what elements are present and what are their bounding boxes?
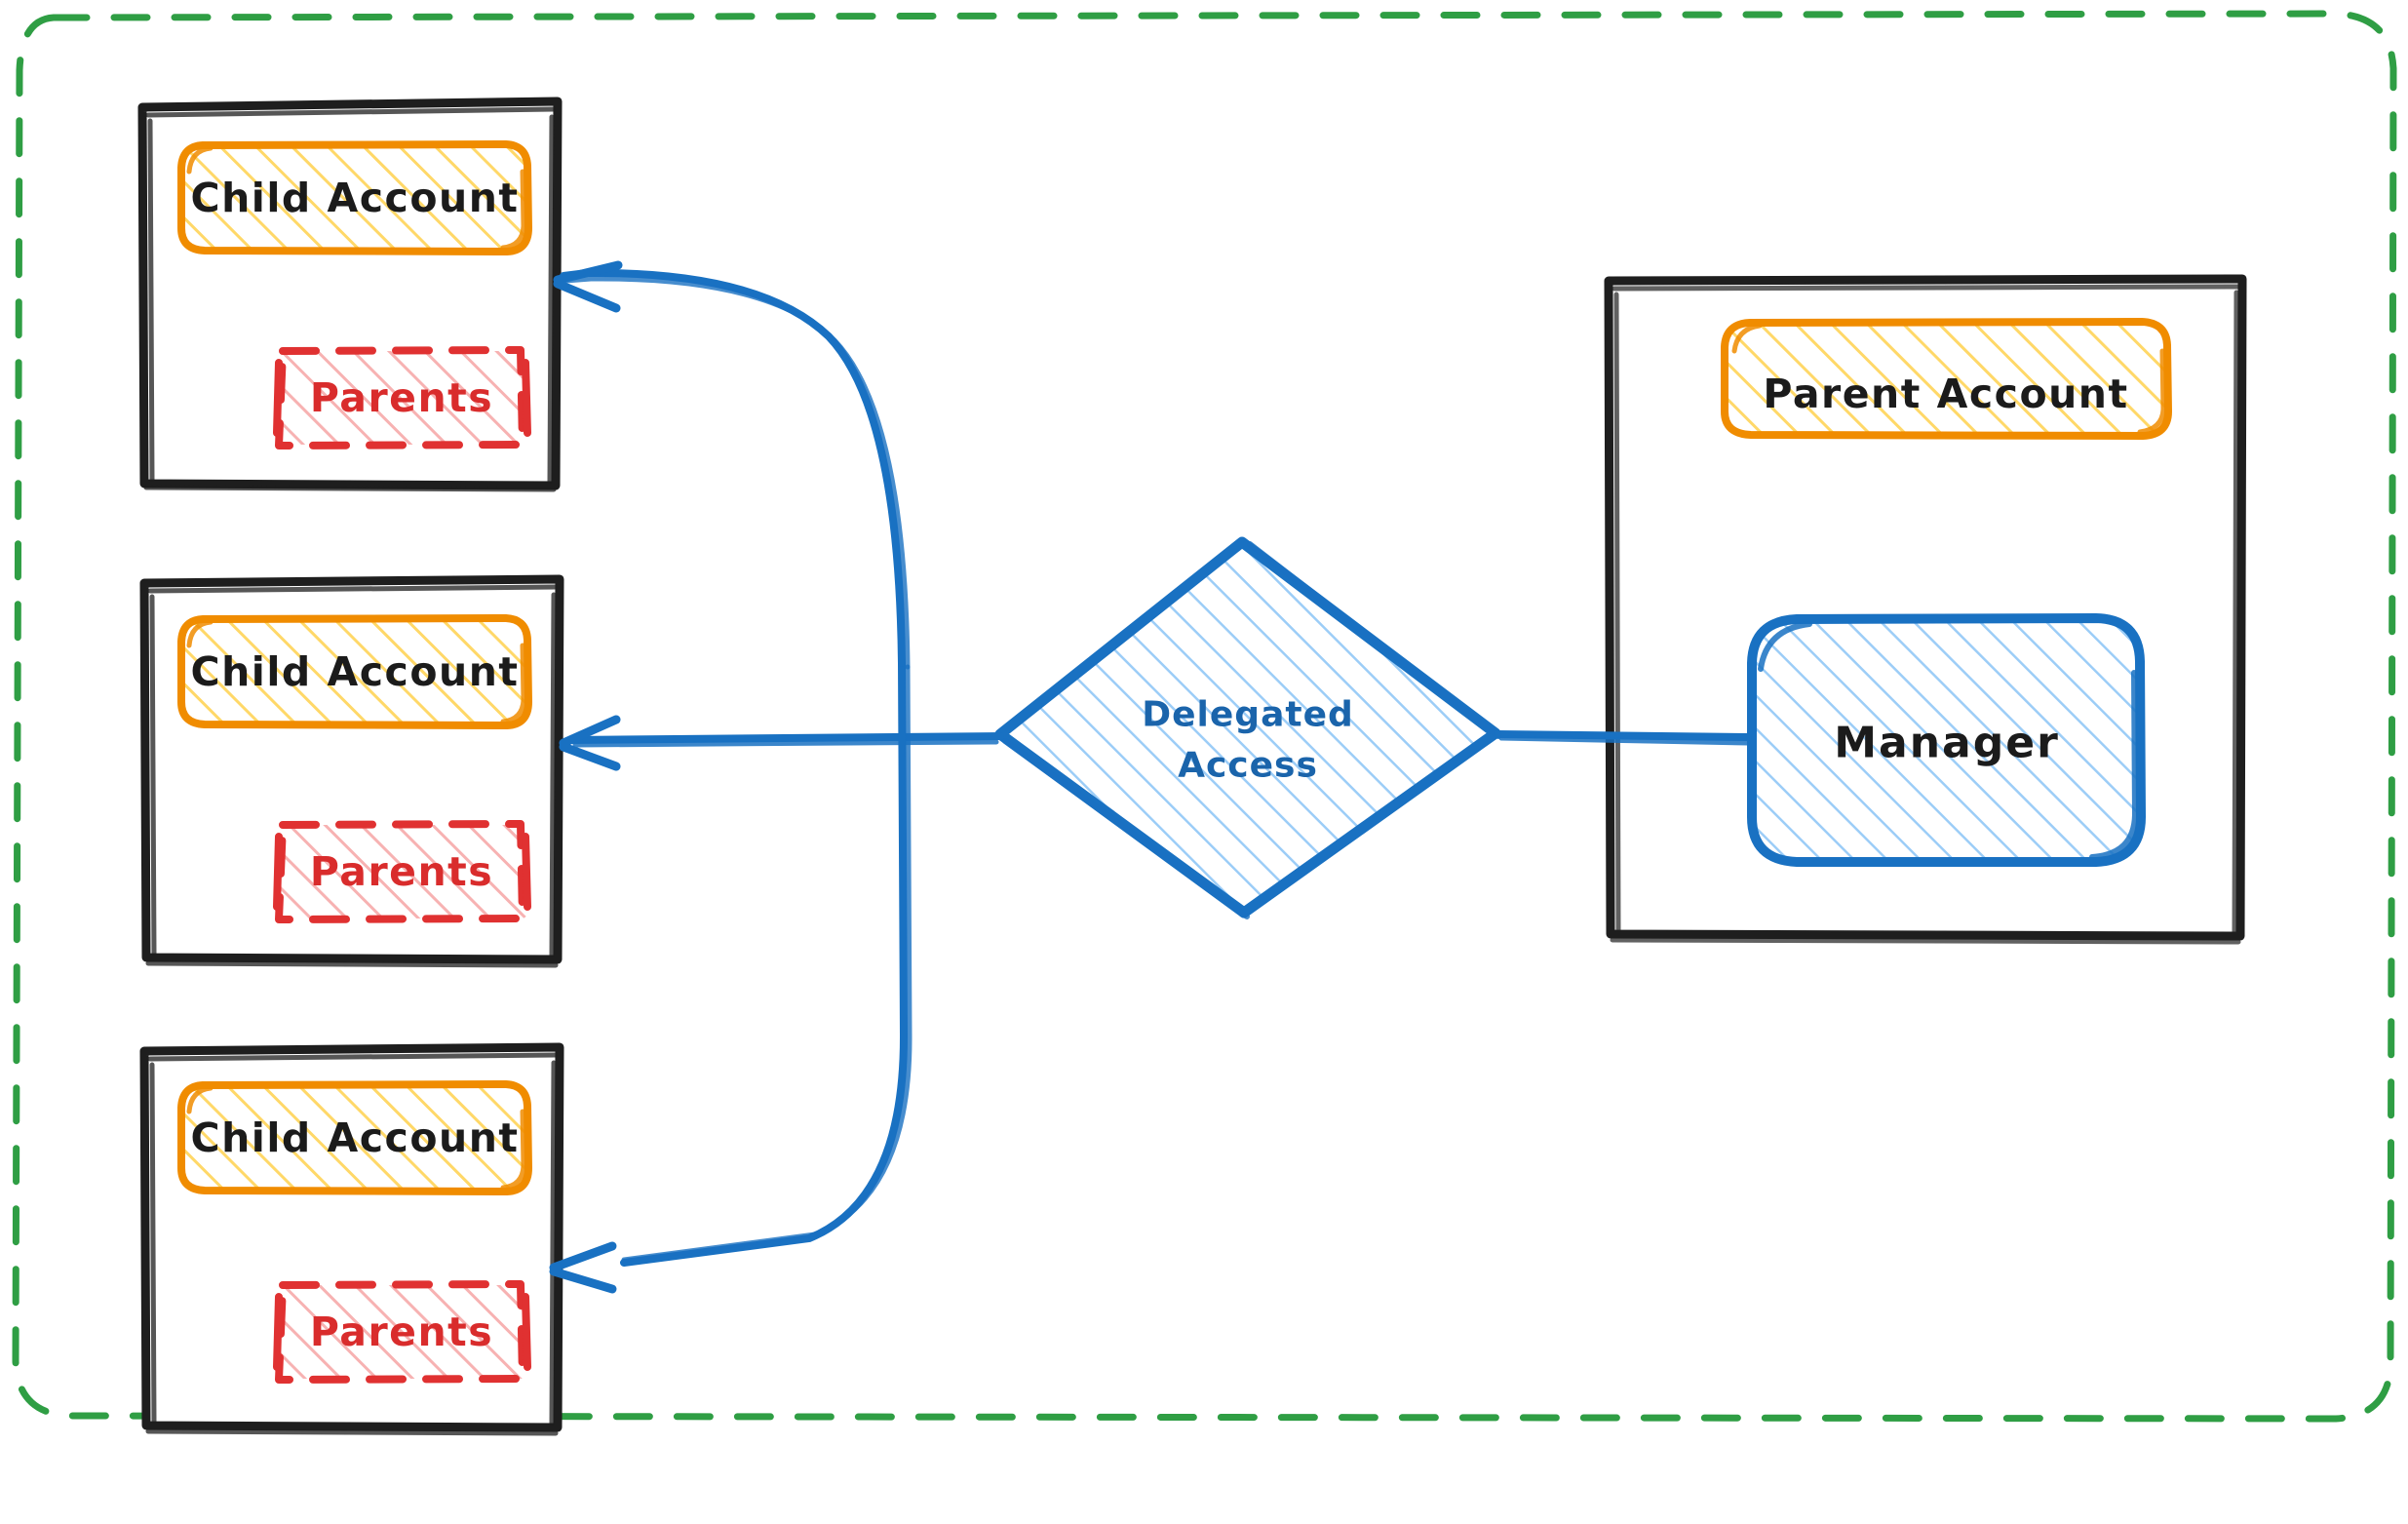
child-container-3[interactable] [139,1042,564,1436]
parent-account-container[interactable] [1604,274,2247,945]
delegated-access-diamond[interactable] [994,536,1501,919]
parents-box-3[interactable] [273,1280,531,1384]
connector-manager-to-diamond [1495,730,1752,746]
parents-box-2[interactable] [273,820,531,923]
child-account-pill-1[interactable] [177,140,532,255]
manager-box[interactable] [1747,613,2146,867]
outer-boundary [12,10,2397,1423]
parent-account-pill[interactable] [1721,318,2172,440]
child-account-pill-2[interactable] [177,614,532,729]
child-account-pill-3[interactable] [177,1080,532,1195]
connector-diamond-to-child-1 [549,260,913,1294]
connector-diamond-to-child-2 [559,715,1004,771]
child-container-2[interactable] [139,574,564,968]
child-container-1[interactable] [137,97,563,492]
parents-box-1[interactable] [273,346,531,449]
